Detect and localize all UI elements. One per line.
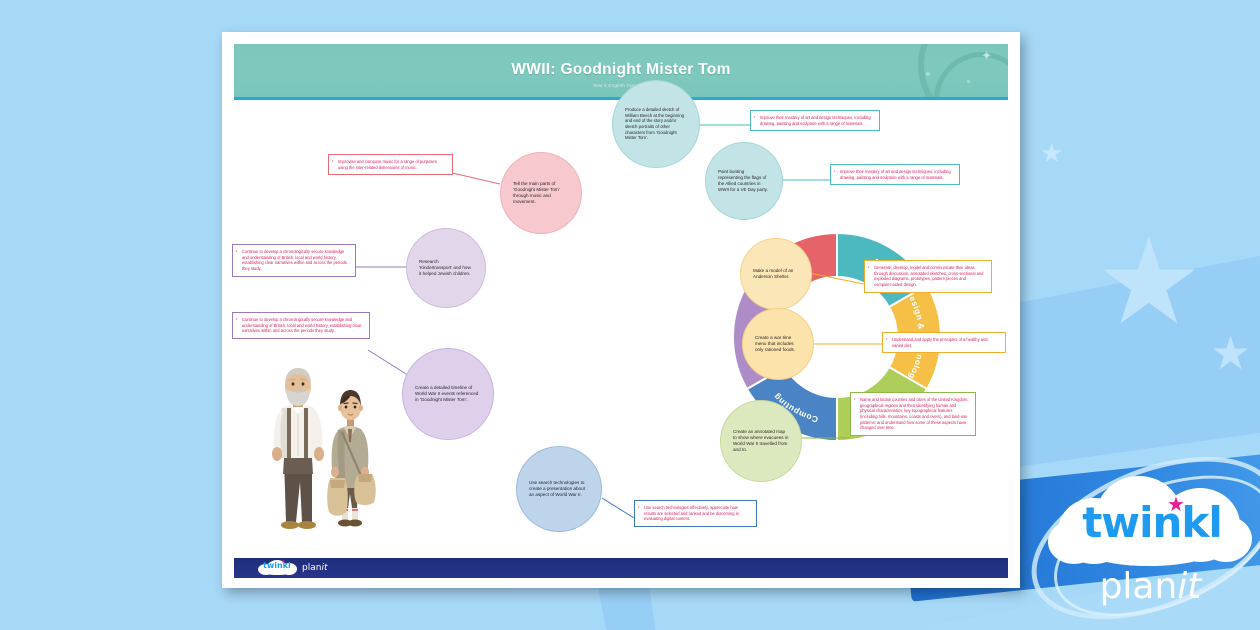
character-tom xyxy=(272,368,324,529)
objective-box-dt-shelter[interactable]: • Generate, develop, model and communica… xyxy=(864,260,992,293)
objective-text: Use search technologies effectively, app… xyxy=(644,505,739,522)
bullet-icon: • xyxy=(332,158,334,163)
bullet-icon: • xyxy=(834,168,836,173)
background-star-icon: ★ xyxy=(1095,215,1203,349)
objective-box-history-timeline[interactable]: • Continue to develop a chronologically … xyxy=(232,312,370,339)
objective-text: Understand and apply the principles of a… xyxy=(892,337,988,348)
twinkl-wordmark: twinkl xyxy=(263,561,291,570)
planit-it: it xyxy=(1177,566,1202,607)
star-icon: ★ xyxy=(281,559,286,565)
twinkl-wordmark: twinkl xyxy=(1082,498,1223,547)
slide-canvas: ✦ WWII: Goodnight Mister Tom Year 6 Engl… xyxy=(222,32,1020,588)
activity-bubble-text: Paint bunting representing the flags of … xyxy=(718,169,768,192)
bullet-icon: • xyxy=(638,504,640,509)
planit-it: it xyxy=(321,562,328,573)
objective-text: Continue to develop a chronologically se… xyxy=(242,249,347,271)
activity-bubble-music[interactable]: Tell the main parts of 'Goodnight Mister… xyxy=(500,152,582,234)
bullet-icon: • xyxy=(754,114,756,119)
header-arc-decoration xyxy=(918,44,1008,97)
characters-svg xyxy=(272,368,376,529)
activity-bubble-text: Tell the main parts of 'Goodnight Mister… xyxy=(513,180,560,205)
cloud-shape: ★ twinkl xyxy=(256,559,298,575)
objective-text: Name and locate counties and cities of t… xyxy=(860,397,969,431)
activity-bubble-geography-map[interactable]: Create an annotated map to show where ev… xyxy=(720,400,802,482)
objective-text: Generate, develop, model and communicate… xyxy=(874,265,984,287)
planit-wordmark: planit xyxy=(1048,566,1253,607)
activity-bubble-text: Create a war time menu that includes onl… xyxy=(755,334,796,353)
objective-text: Improve their mastery of art and design … xyxy=(760,115,871,126)
activity-bubble-computing-presentation[interactable]: Use search technologies to create a pres… xyxy=(516,446,602,532)
activity-bubble-dt-menu[interactable]: Create a war time menu that includes onl… xyxy=(742,308,814,380)
activity-bubble-text: Make a model of an Anderson Shelter. xyxy=(753,267,794,279)
objective-text: Continue to develop a chronologically se… xyxy=(242,317,362,334)
slide-footer: ★ twinkl planit xyxy=(234,558,1008,578)
bullet-icon: • xyxy=(236,316,238,321)
activity-bubble-history-kindertransport[interactable]: Research 'Kindertransport' and how it he… xyxy=(406,228,486,308)
background-star-icon: ★ xyxy=(1210,327,1252,379)
activity-bubble-history-timeline[interactable]: Create a detailed timeline of World War … xyxy=(402,348,494,440)
page-subtitle: Year 6 English Topic Web xyxy=(592,83,650,88)
activity-bubble-text: Create a detailed timeline of World War … xyxy=(415,384,479,403)
tom-and-william-illustration xyxy=(258,362,388,542)
objective-box-geography[interactable]: • Name and locate counties and cities of… xyxy=(850,392,976,436)
footer-twinkl-planit-logo: ★ twinkl planit xyxy=(256,559,327,575)
activity-bubble-text: Create an annotated map to show where ev… xyxy=(733,428,789,453)
activity-bubble-art-sketch[interactable]: Produce a detailed sketch of William Bee… xyxy=(612,80,700,168)
page-title: WWII: Goodnight Mister Tom xyxy=(511,61,731,78)
bullet-icon: • xyxy=(854,396,856,401)
objective-text: Improve their mastery of art and design … xyxy=(840,169,951,180)
activity-bubble-art-bunting[interactable]: Paint bunting representing the flags of … xyxy=(705,142,783,220)
star-icon: ★ xyxy=(1167,494,1185,516)
objective-box-art-sketch[interactable]: • Improve their mastery of art and desig… xyxy=(750,110,880,132)
header-dot-decoration xyxy=(926,72,930,76)
activity-bubble-text: Research 'Kindertransport' and how it he… xyxy=(419,258,471,277)
connector-lines xyxy=(354,124,882,519)
activity-bubble-text: Produce a detailed sketch of William Bee… xyxy=(625,106,684,141)
activity-bubble-text: Use search technologies to create a pres… xyxy=(529,479,585,498)
twinkl-planit-logo: ★ twinkl planit xyxy=(1048,470,1253,615)
background-star-icon: ★ xyxy=(1040,138,1064,168)
planit-plan: plan xyxy=(1099,566,1178,607)
slide-header: ✦ WWII: Goodnight Mister Tom Year 6 Engl… xyxy=(234,44,1008,97)
sparkle-icon: ✦ xyxy=(981,48,992,63)
planit-wordmark: planit xyxy=(302,563,327,573)
bullet-icon: • xyxy=(868,264,870,269)
objective-box-art-bunting[interactable]: • Improve their mastery of art and desig… xyxy=(830,164,960,186)
objective-box-computing[interactable]: • Use search technologies effectively, a… xyxy=(634,500,757,527)
character-william xyxy=(327,390,376,527)
objective-box-music[interactable]: • Improvise and compose music for a rang… xyxy=(328,154,453,176)
wheel-centre xyxy=(779,279,895,395)
objective-box-dt-menu[interactable]: • Understand and apply the principles of… xyxy=(882,332,1006,354)
bullet-icon: • xyxy=(886,336,888,341)
header-dot-decoration xyxy=(967,80,970,83)
activity-bubble-dt-shelter[interactable]: Make a model of an Anderson Shelter. xyxy=(740,238,812,310)
objective-box-history-kindertransport[interactable]: • Continue to develop a chronologically … xyxy=(232,244,356,277)
objective-text: Improvise and compose music for a range … xyxy=(338,159,437,170)
planit-plan: plan xyxy=(302,562,322,573)
cloud-shape xyxy=(1048,470,1253,566)
bullet-icon: • xyxy=(236,248,238,253)
